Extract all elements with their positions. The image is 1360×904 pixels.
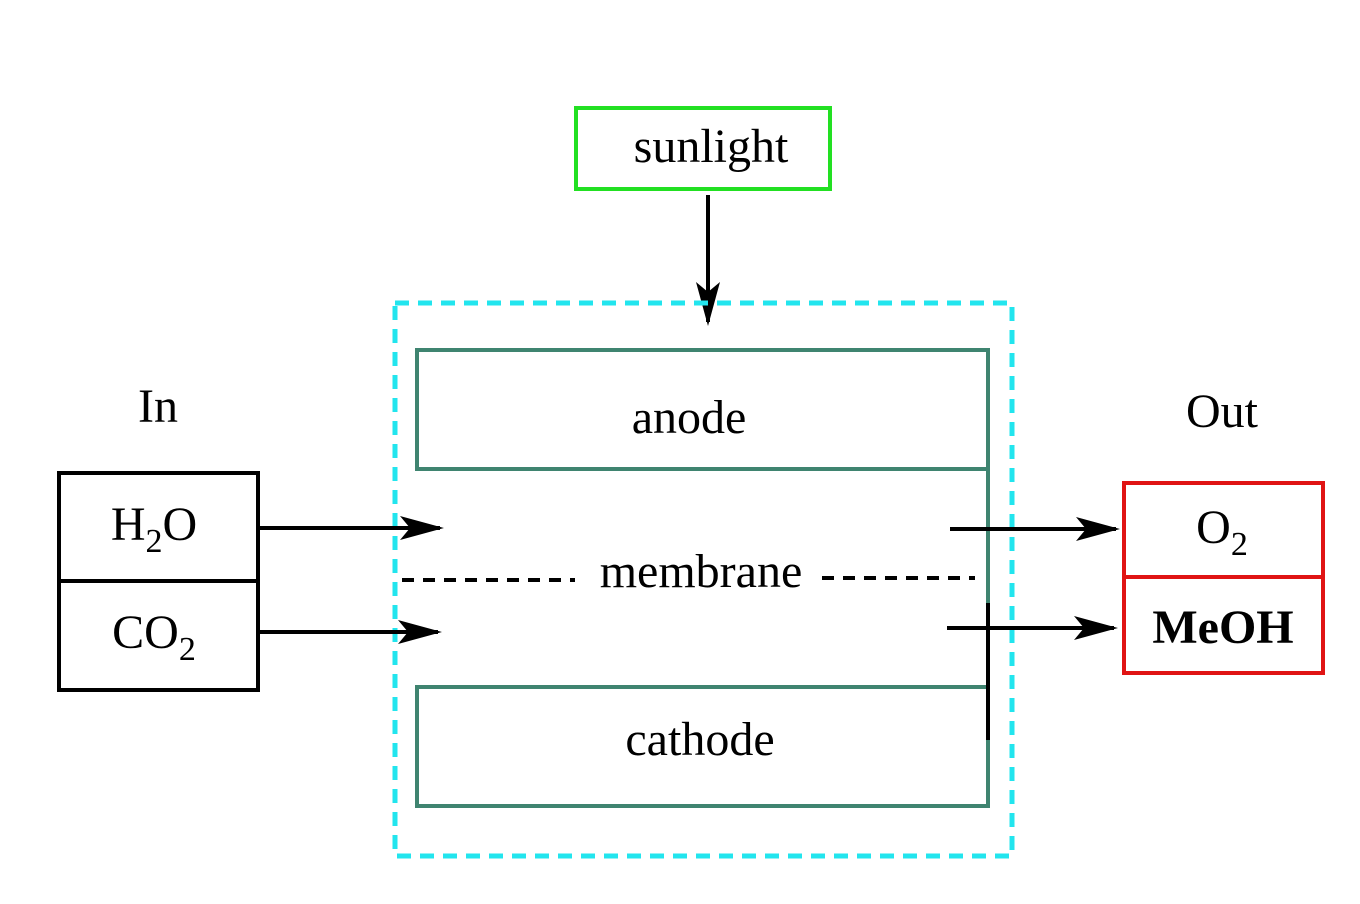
meoh-arrowhead-icon	[1074, 616, 1118, 640]
input-h2o: H2O	[57, 471, 260, 583]
output-meoh: MeOH	[1122, 575, 1325, 675]
cathode-label: cathode	[625, 713, 774, 766]
input-h2o-label: H2O	[111, 498, 197, 560]
input-co2-label: CO2	[112, 606, 196, 668]
cathode: cathode	[415, 685, 990, 808]
output-meoh-label: MeOH	[1152, 601, 1293, 654]
in-header: In	[138, 380, 178, 433]
anode-label: anode	[632, 391, 747, 444]
input-co2: CO2	[57, 579, 260, 692]
cathode-box	[415, 685, 990, 808]
out-header: Out	[1186, 385, 1259, 438]
anode-box	[415, 348, 990, 471]
output-meoh-box	[1122, 575, 1325, 675]
input-co2-box	[57, 579, 260, 692]
output-o2-label: O2	[1196, 501, 1248, 563]
anode: anode	[415, 348, 990, 471]
h2o-arrowhead-icon	[400, 516, 444, 540]
sunlight-label: sunlight	[634, 120, 789, 173]
o2-arrowhead-icon	[1076, 517, 1120, 541]
membrane-label: membrane	[600, 545, 803, 598]
co2-arrowhead-icon	[398, 620, 442, 644]
system-boundary	[392, 300, 1015, 859]
membrane: membrane	[402, 545, 975, 598]
sunlight-source: sunlight	[574, 106, 832, 191]
sunlight-box	[574, 106, 832, 191]
output-o2: O2	[1122, 481, 1325, 579]
